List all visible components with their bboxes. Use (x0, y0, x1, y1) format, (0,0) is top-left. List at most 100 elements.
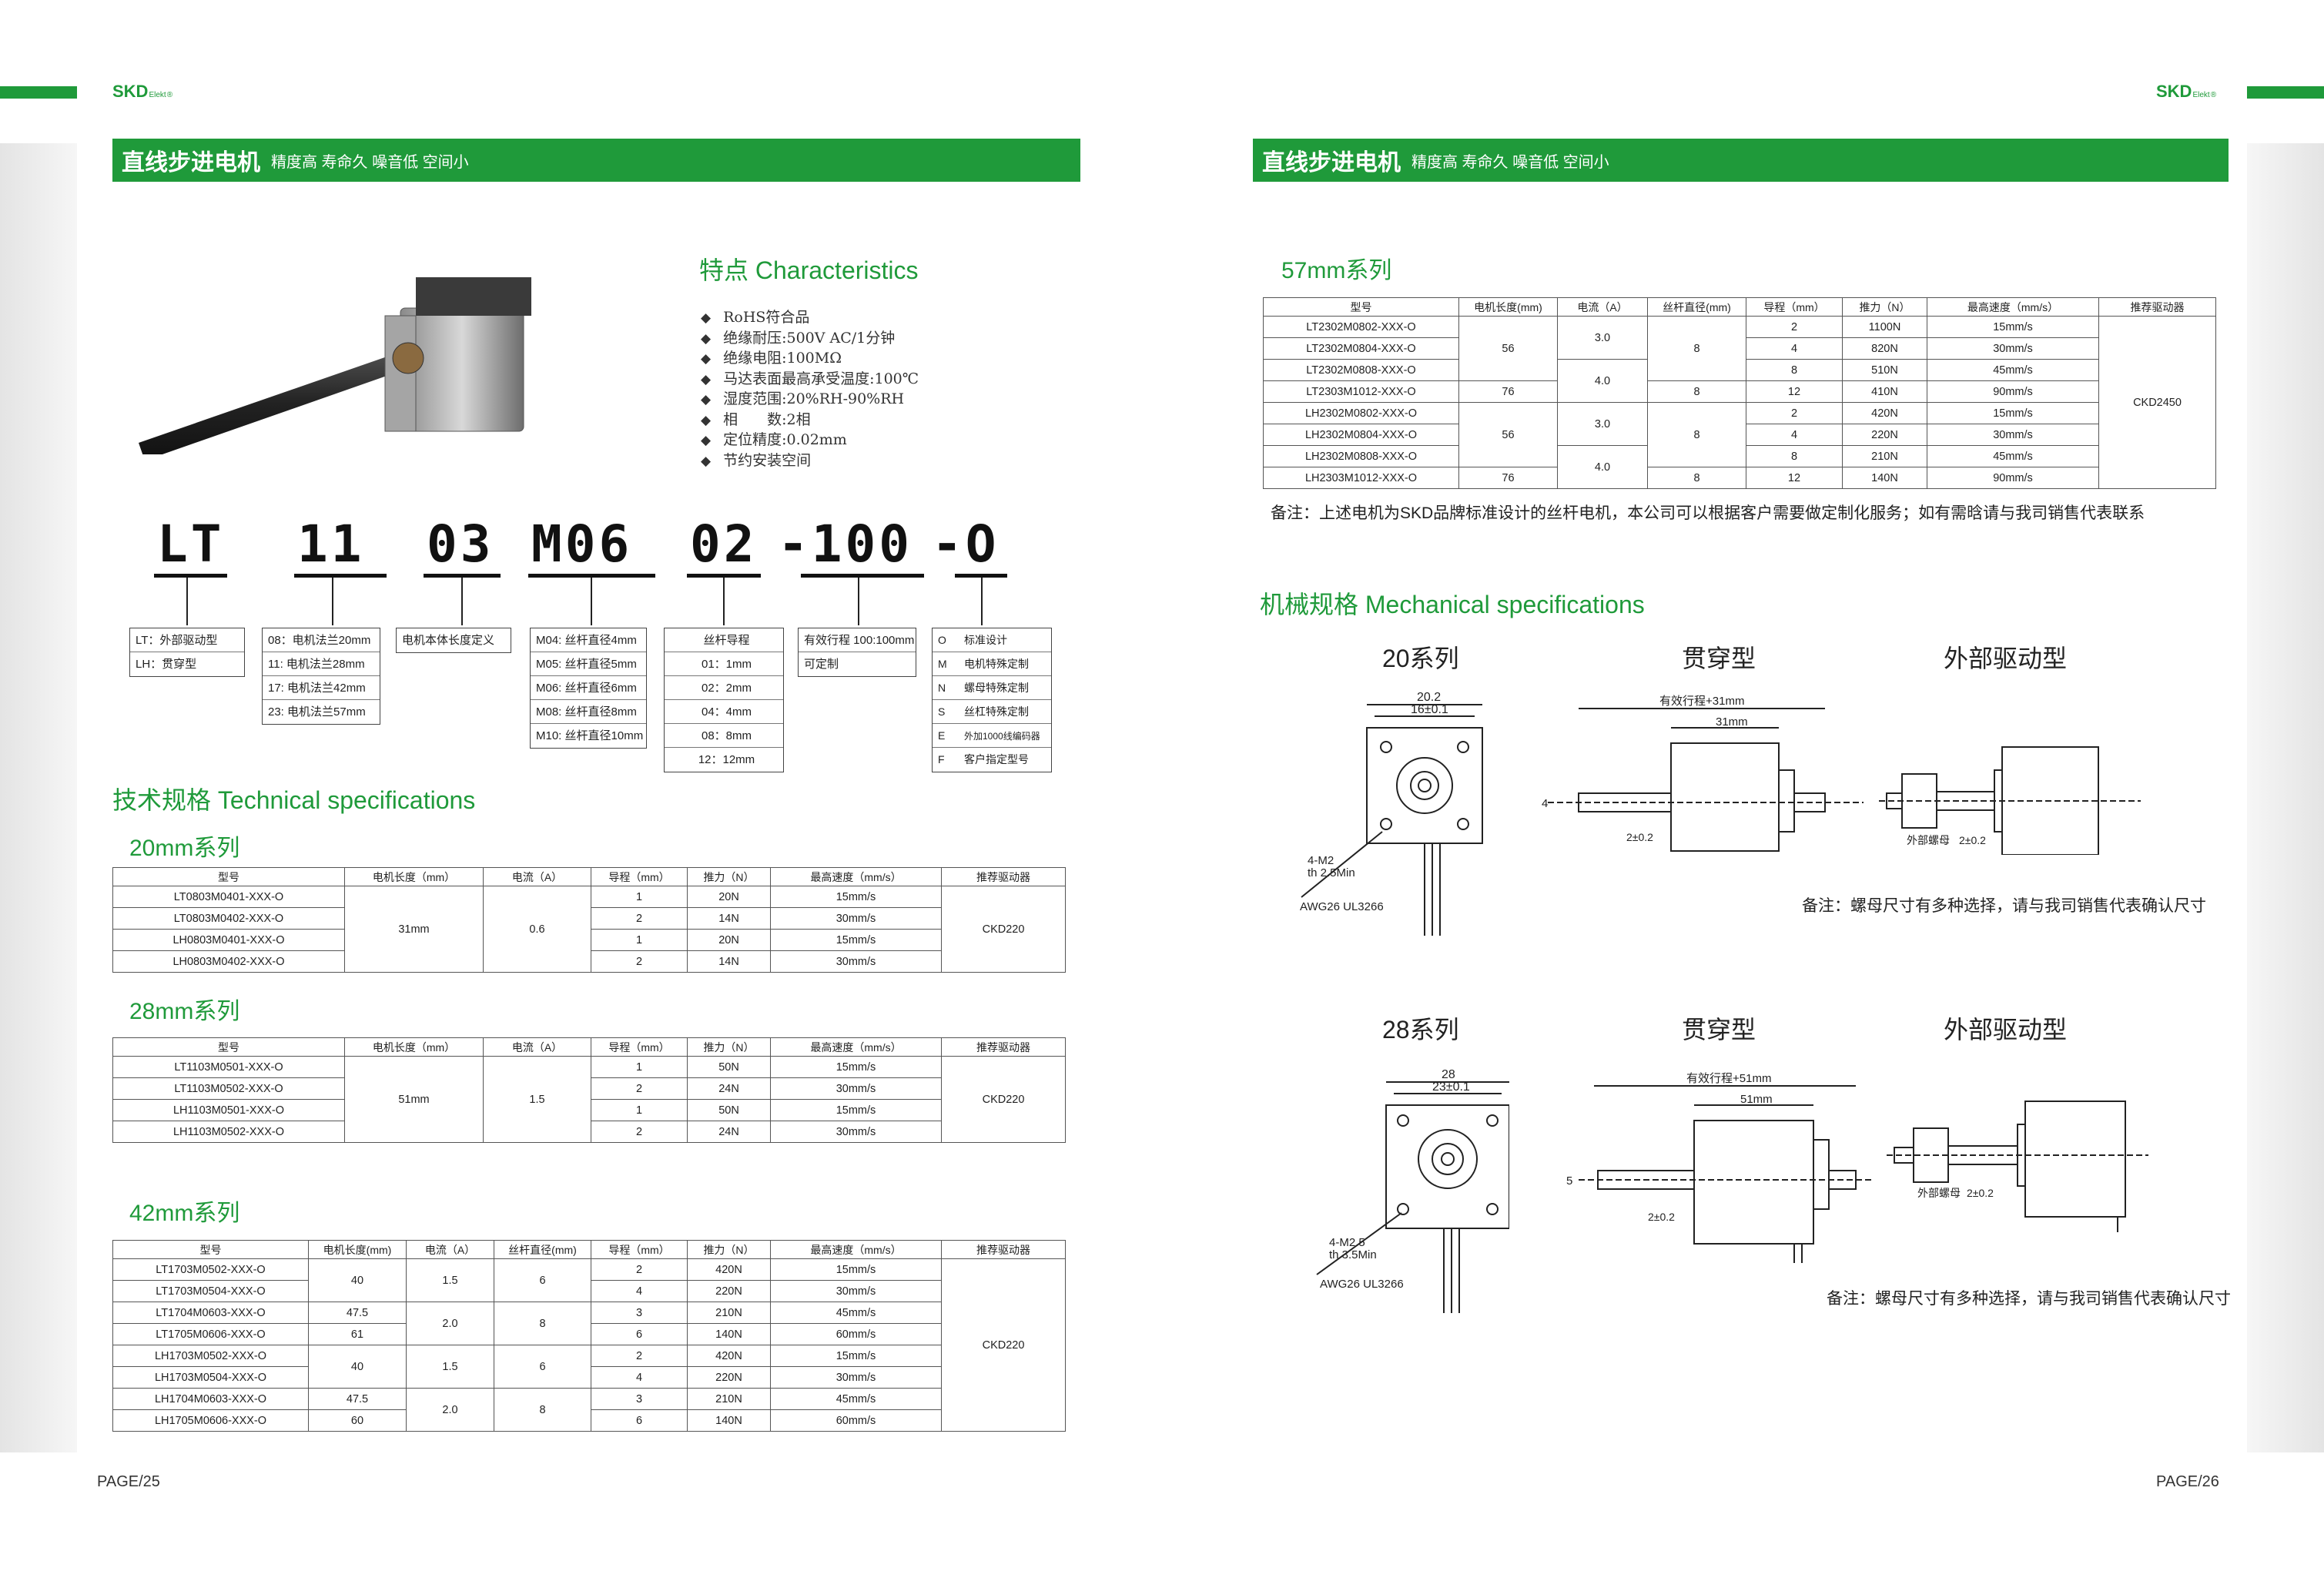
list-item: 马达表面最高承受温度:100℃ (701, 370, 919, 390)
code-box-screw: M04: 丝杆直径4mm M05: 丝杆直径5mm M06: 丝杆直径6mm M… (530, 628, 647, 749)
code-underline (528, 574, 655, 578)
code-box-flange: 08：电机法兰20mm 11: 电机法兰28mm 17: 电机法兰42mm 23… (262, 628, 380, 725)
page-number-left: PAGE/25 (97, 1473, 160, 1490)
header-title: 直线步进电机 (1262, 150, 1401, 176)
svg-text:2±0.2: 2±0.2 (1967, 1187, 1994, 1199)
code-segment-stroke: -100 (778, 514, 913, 574)
code-segment-type: LT (157, 514, 225, 574)
svg-text:5: 5 (1566, 1174, 1572, 1188)
characteristics-title: 特点 Characteristics (699, 256, 919, 284)
code-underline (801, 574, 924, 578)
svg-text:28: 28 (1442, 1068, 1455, 1081)
drawing-28-external: 外部螺母 2±0.2 (1887, 1101, 2148, 1232)
code-segment-length: 03 (427, 514, 494, 574)
code-underline (687, 574, 761, 578)
code-box-type: LT：外部驱动型 LH：贯穿型 (129, 628, 245, 677)
drawing-20-through: 有效行程+31mm 31mm 2±0.2 4 (1542, 695, 1864, 852)
svg-text:有效行程+31mm: 有效行程+31mm (1659, 695, 1744, 708)
header-subtitle: 精度高 寿命久 噪音低 空间小 (271, 153, 469, 171)
drawing-20-external: 外部螺母 2±0.2 (1879, 746, 2141, 855)
page-header-right: 直线步进电机 精度高 寿命久 噪音低 空间小 (1253, 139, 2229, 182)
svg-text:th 2.5Min: th 2.5Min (1308, 866, 1355, 879)
tech-spec-title: 技术规格 Technical specifications (112, 786, 476, 814)
svg-text:4-M2.5: 4-M2.5 (1329, 1236, 1365, 1249)
brand-logo-left: SKDElekt® (112, 82, 173, 101)
code-underline (424, 574, 501, 578)
code-box-lead: 丝杆导程 01：1mm 02：2mm 04：4mm 08：8mm 12：12mm (664, 628, 784, 772)
series-28-title: 28mm系列 (129, 999, 240, 1024)
page-header-left: 直线步进电机 精度高 寿命久 噪音低 空间小 (112, 139, 1080, 182)
top-line-right (2247, 86, 2324, 99)
drawing-28-through: 有效行程+51mm 51mm 2±0.2 5 (1566, 1072, 1871, 1263)
left-margin-strip (0, 143, 77, 1452)
note-20: 备注：螺母尺寸有多种选择，请与我司销售代表确认尺寸 (1802, 897, 2206, 915)
list-item: 节约安装空间 (701, 451, 919, 472)
drawing-28-front: 28 23±0.1 4-M2.5 th 3.5Min AWG26 UL3266 (1316, 1068, 1509, 1313)
table-20mm: 型号电机长度（mm）电流（A）导程（mm）推力（N）最高速度（mm/s）推荐驱动… (112, 867, 1066, 973)
list-item: 绝缘电阻:100MΩ (701, 349, 919, 370)
svg-text:31mm: 31mm (1716, 715, 1748, 729)
code-underline (154, 574, 227, 578)
series-20-title: 20mm系列 (129, 836, 240, 861)
table-42mm: 型号电机长度(mm)电流（A）丝杆直径(mm)导程（mm）推力（N）最高速度（m… (112, 1240, 1066, 1432)
svg-text:4-M2: 4-M2 (1308, 854, 1334, 867)
top-line-left (0, 86, 77, 99)
svg-text:2±0.2: 2±0.2 (1626, 831, 1653, 843)
list-item: RoHS符合品 (701, 308, 919, 329)
code-segment-option: -O (932, 514, 1000, 574)
code-segment-flange: 11 (297, 514, 365, 574)
right-margin-strip (2247, 143, 2324, 1452)
drawing-20-series-title: 20系列 (1382, 645, 1459, 672)
note-57: 备注：上述电机为SKD品牌标准设计的丝杆电机，本公司可以根据客户需要做定制化服务… (1271, 504, 2145, 522)
drawing-28-through-title: 贯穿型 (1682, 1016, 1756, 1044)
characteristics-list: RoHS符合品 绝缘耐压:500V AC/1分钟 绝缘电阻:100MΩ 马达表面… (701, 308, 919, 471)
svg-text:23±0.1: 23±0.1 (1432, 1080, 1470, 1094)
header-title: 直线步进电机 (122, 150, 260, 176)
svg-text:4: 4 (1542, 797, 1548, 810)
code-segment-screw: M06 (531, 514, 633, 574)
svg-text:th 3.5Min: th 3.5Min (1329, 1248, 1377, 1261)
list-item: 绝缘耐压:500V AC/1分钟 (701, 329, 919, 350)
svg-text:20.2: 20.2 (1417, 691, 1441, 704)
header-subtitle: 精度高 寿命久 噪音低 空间小 (1411, 153, 1609, 171)
note-28: 备注：螺母尺寸有多种选择，请与我司销售代表确认尺寸 (1827, 1290, 2231, 1308)
drawing-20-through-title: 贯穿型 (1682, 645, 1756, 672)
list-item: 相 数:2相 (701, 410, 919, 431)
table-28mm: 型号电机长度（mm）电流（A）导程（mm）推力（N）最高速度（mm/s）推荐驱动… (112, 1037, 1066, 1143)
drawing-20-front: 20.2 16±0.1 4-M2 th 2.5Min AWG26 UL3266 (1300, 691, 1483, 936)
code-box-stroke: 有效行程 100:100mm 可定制 (798, 628, 916, 677)
svg-text:有效行程+51mm: 有效行程+51mm (1686, 1072, 1771, 1085)
drawing-28-external-title: 外部驱动型 (1944, 1016, 2068, 1044)
series-57-title: 57mm系列 (1281, 258, 1392, 283)
code-underline (955, 574, 1007, 578)
series-42-title: 42mm系列 (129, 1201, 240, 1226)
mech-spec-title: 机械规格 Mechanical specifications (1260, 591, 1645, 618)
svg-text:外部螺母: 外部螺母 (1907, 834, 1950, 846)
code-underline (294, 574, 387, 578)
code-box-length: 电机本体长度定义 (396, 628, 511, 653)
svg-text:2±0.2: 2±0.2 (1648, 1211, 1675, 1223)
table-57mm: 型号电机长度(mm)电流（A）丝杆直径(mm)导程（mm）推力（N）最高速度（m… (1263, 297, 2216, 489)
drawing-20-external-title: 外部驱动型 (1944, 645, 2068, 672)
linear-motor-photo (139, 277, 531, 454)
svg-text:外部螺母: 外部螺母 (1917, 1187, 1961, 1199)
list-item: 定位精度:0.02mm (701, 431, 919, 451)
code-segment-lead: 02 (690, 514, 758, 574)
